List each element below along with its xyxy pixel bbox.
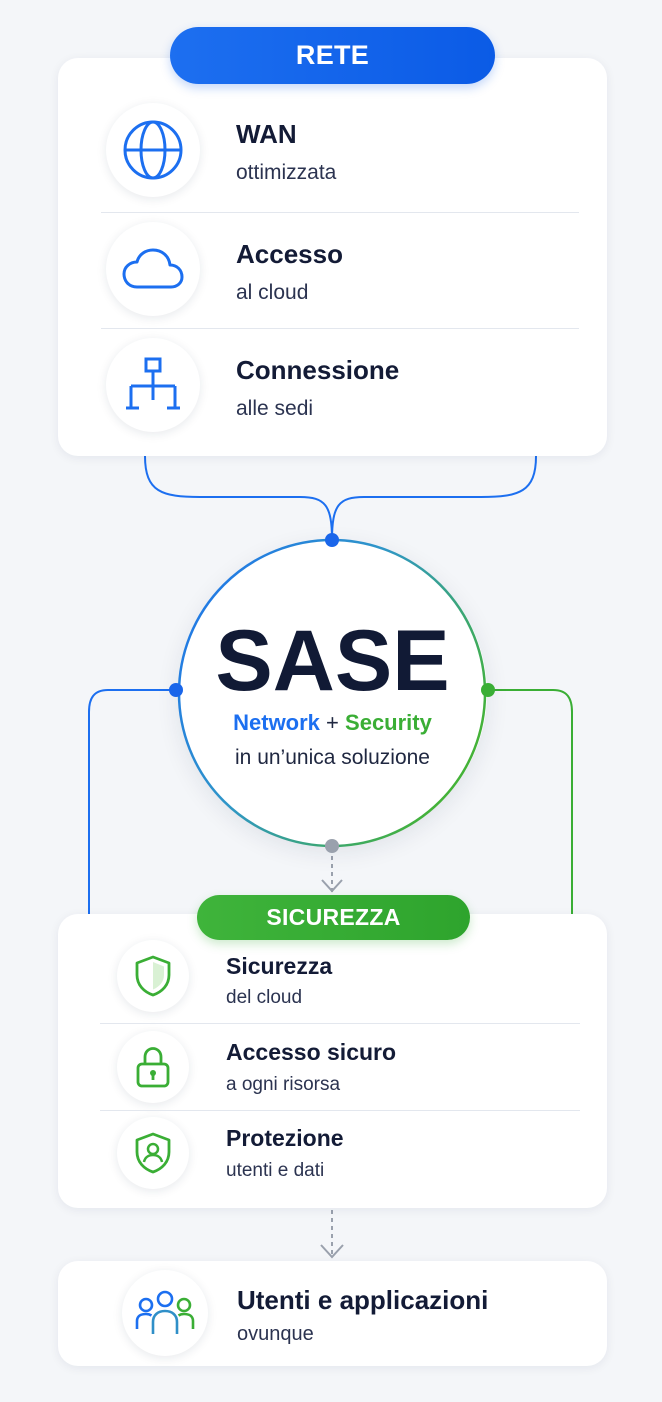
sase-tagline-network-security: Network + Security <box>178 710 487 736</box>
utenti-title: Utenti e applicazioni <box>237 1285 489 1315</box>
sicurezza-item-subtitle: utenti e dati <box>226 1160 325 1181</box>
connector-dot-right <box>481 683 495 697</box>
rete-connector-right <box>331 455 537 541</box>
network-side-connector <box>88 689 176 914</box>
lock-icon <box>117 1031 189 1103</box>
connector-dot-top <box>325 533 339 547</box>
sicurezza-item-subtitle: a ogni risorsa <box>226 1074 341 1095</box>
sicurezza-item-title: Accesso sicuro <box>226 1039 397 1065</box>
connector-dot-bottom <box>325 839 339 853</box>
sase-circle <box>178 540 487 846</box>
rete-item-title: Accesso <box>236 239 343 269</box>
divider <box>100 1023 580 1024</box>
shield-icon <box>117 940 189 1012</box>
globe-icon <box>106 103 200 197</box>
users-group-icon <box>122 1270 208 1356</box>
rete-item-title: WAN <box>236 119 297 149</box>
sase-tagline: in un’unica soluzione <box>235 746 430 769</box>
rete-item-title: Connessione <box>236 355 400 385</box>
network-topology-icon <box>106 338 200 432</box>
rete-connector-left <box>144 455 333 541</box>
rete-item-subtitle: ottimizzata <box>236 161 337 184</box>
connector-dot-left <box>169 683 183 697</box>
security-label: Security <box>345 710 432 735</box>
sicurezza-item-subtitle: del cloud <box>226 987 303 1008</box>
divider <box>100 1110 580 1111</box>
divider <box>101 212 579 213</box>
sicurezza-item-title: Protezione <box>226 1125 344 1151</box>
sase-title: SASE <box>215 613 450 709</box>
cloud-icon <box>106 222 200 316</box>
plus-sign: + <box>326 710 339 735</box>
sicurezza-badge: SICUREZZA <box>197 895 470 940</box>
utenti-subtitle: ovunque <box>237 1323 314 1345</box>
rete-item-subtitle: al cloud <box>236 281 309 304</box>
rete-item-subtitle: alle sedi <box>236 397 314 420</box>
sicurezza-item-title: Sicurezza <box>226 953 333 979</box>
network-label: Network <box>233 710 320 735</box>
security-side-connector <box>488 689 573 914</box>
user-shield-icon <box>117 1117 189 1189</box>
rete-badge: RETE <box>170 27 495 84</box>
divider <box>101 328 579 329</box>
